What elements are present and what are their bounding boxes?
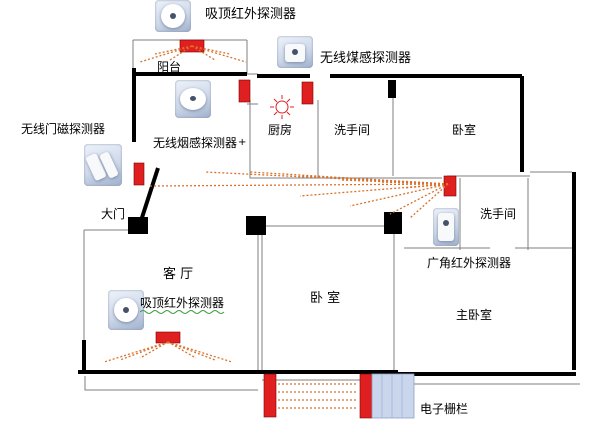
door-contact-device bbox=[84, 144, 122, 186]
fence-glass-lines bbox=[381, 374, 403, 418]
beam-line bbox=[299, 183, 449, 197]
label-bathroom-2: 洗手间 bbox=[480, 207, 517, 221]
beam-line bbox=[299, 175, 449, 185]
beam-line bbox=[167, 341, 216, 361]
beam-line bbox=[191, 45, 231, 55]
label-ceiling-pir-living: 吸顶红外探测器 bbox=[140, 296, 225, 310]
beam-line bbox=[103, 341, 169, 363]
beam-line bbox=[139, 341, 169, 359]
fence-post-right bbox=[359, 373, 373, 419]
label-ceiling-pir-top: 吸顶红外探测器 bbox=[205, 7, 297, 22]
label-co-detector: 无线煤感探测器 bbox=[320, 51, 412, 66]
detection-beams bbox=[103, 45, 449, 409]
fence-glass-panel bbox=[371, 373, 415, 419]
beam-line bbox=[379, 181, 449, 185]
beam-line bbox=[119, 341, 169, 361]
sensors bbox=[133, 39, 457, 419]
kitchen-burst bbox=[270, 95, 294, 119]
label-kitchen: 厨房 bbox=[268, 123, 293, 137]
door-contact-sensor bbox=[133, 162, 145, 186]
label-bedroom-2: 卧 室 bbox=[310, 291, 341, 306]
co-detector-device bbox=[277, 36, 313, 68]
thick-walls bbox=[78, 68, 576, 376]
wide-angle-pir-device bbox=[433, 208, 459, 246]
label-living-room: 客 厅 bbox=[163, 267, 194, 282]
beam-line bbox=[349, 183, 449, 207]
fence-post-left bbox=[263, 373, 277, 418]
label-master-bedroom: 主卧室 bbox=[456, 308, 493, 322]
wide-angle-sensor bbox=[443, 175, 457, 197]
smoke-detector-device bbox=[175, 80, 211, 118]
ceiling-pir-device-living bbox=[108, 290, 144, 330]
beam-line bbox=[167, 341, 233, 363]
beam-line bbox=[167, 341, 197, 359]
thin-walls bbox=[83, 39, 580, 391]
ceiling-pir-device-top bbox=[155, 0, 191, 32]
ceiling-pir-sensor-living bbox=[155, 331, 181, 344]
beam-line bbox=[139, 45, 193, 63]
beam-line bbox=[191, 45, 216, 61]
label-wide-angle-pir: 广角红外探测器 bbox=[427, 256, 512, 270]
label-smoke-detector: 无线烟感探测器 bbox=[153, 136, 238, 150]
beam-line bbox=[149, 183, 449, 187]
main-door-leaf bbox=[136, 167, 160, 231]
pillar-top-right bbox=[388, 80, 396, 98]
label-bedroom-1: 卧室 bbox=[452, 123, 477, 137]
label-bathroom-1: 洗手间 bbox=[334, 123, 371, 137]
balcony-sensor bbox=[238, 79, 251, 103]
label-main-door: 大门 bbox=[101, 207, 126, 221]
pillar-right bbox=[384, 212, 402, 234]
pillar-center bbox=[246, 216, 266, 235]
beam-line bbox=[409, 183, 449, 219]
kitchen-co-sensor bbox=[301, 81, 314, 105]
label-electronic-fence: 电子栅栏 bbox=[420, 402, 469, 416]
beam-line bbox=[191, 45, 247, 63]
spellcheck-underline bbox=[140, 310, 225, 314]
label-smoke-plus: + bbox=[238, 137, 247, 148]
beam-line bbox=[389, 183, 449, 215]
beam-line bbox=[169, 45, 193, 61]
label-balcony: 阳台 bbox=[157, 60, 182, 74]
pillars bbox=[128, 80, 402, 235]
label-door-detector: 无线门磁探测器 bbox=[21, 122, 106, 136]
